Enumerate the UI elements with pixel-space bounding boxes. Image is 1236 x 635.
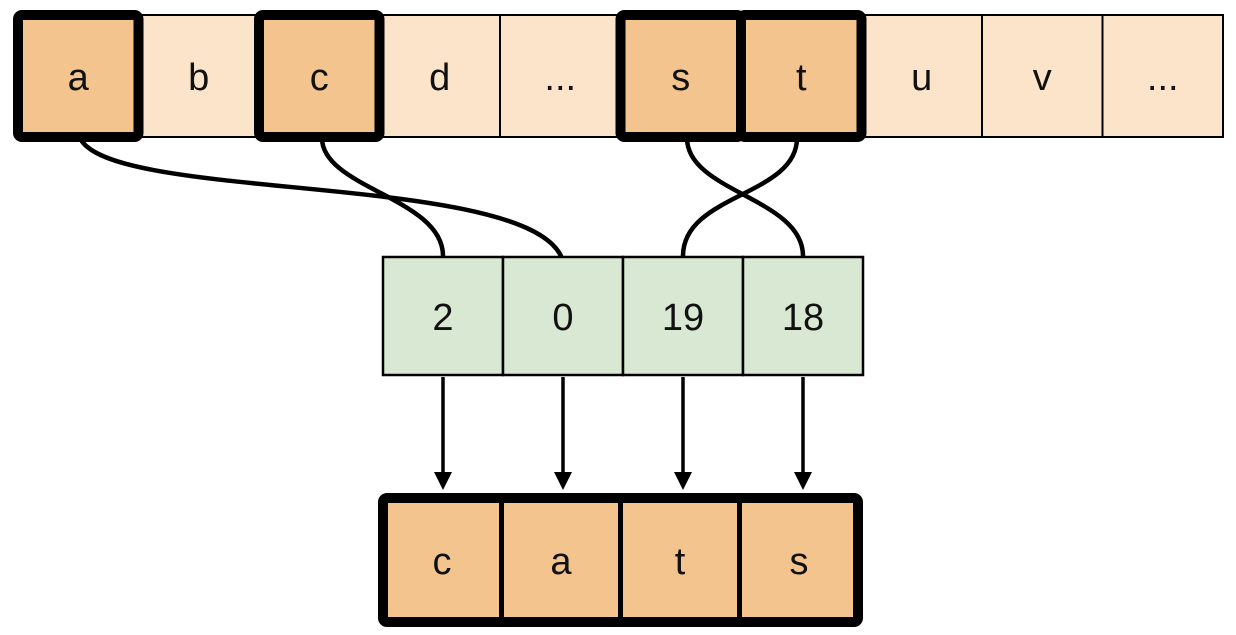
output-cell-label: s [790,541,809,583]
index-row: 2 0 19 18 [381,255,865,377]
vocab-cell-label: ... [1147,57,1179,99]
index-cell-box [381,255,505,377]
vocab-cell-label: d [429,57,450,99]
output-row: c a t s [378,493,863,627]
arrow-head-icon [674,472,692,490]
arrow-head-icon [794,472,812,490]
vocab-cell-label: ... [544,57,576,99]
index-cell-0: 2 [381,255,505,377]
index-cell-value: 19 [662,297,704,339]
vocab-cell-ellipsis-2: ... [1101,14,1224,138]
down-arrow-4 [794,377,812,490]
index-cell-2: 19 [621,255,745,377]
index-to-output-arrows [434,377,812,490]
mapping-curve-c-to-2 [319,135,446,259]
output-cell-label: a [550,541,572,583]
down-arrow-3 [674,377,692,490]
vocab-cell-ellipsis-1: ... [499,14,622,138]
index-cell-3: 18 [741,255,865,377]
vocab-cell-a: a [17,14,140,138]
vocab-cell-box [137,14,260,138]
index-cell-1: 0 [501,255,625,377]
vocab-cell-s: s [619,14,742,138]
index-cell-box [621,255,745,377]
highlight-border-t [736,10,867,142]
vocab-cell-v: v [981,14,1104,138]
vocab-cell-u: u [860,14,983,138]
mapping-curve-a-to-0 [77,135,564,259]
vocab-cell-label: v [1033,57,1052,99]
vocab-cell-box [1101,14,1224,138]
down-arrow-1 [434,377,452,490]
highlight-border-c [254,10,385,142]
output-cell-label: t [675,541,686,583]
down-arrow-2 [554,377,572,490]
vocab-cell-box [981,14,1104,138]
arrow-head-icon [554,472,572,490]
arrow-head-icon [434,472,452,490]
vocab-cell-label: t [796,57,807,99]
vocab-cell-label: u [911,57,932,99]
vocab-cell-box [17,14,140,138]
mapping-curve-t-to-19 [680,135,800,259]
vocab-cell-c: c [258,14,381,138]
vocab-cell-label: a [68,57,90,99]
vocab-cell-label: c [310,57,329,99]
vocab-cell-label: b [188,57,209,99]
output-cell-label: c [433,541,452,583]
vocab-to-index-curves [77,135,806,259]
vocab-cell-d: d [378,14,501,138]
vocab-cell-t: t [740,14,863,138]
index-cell-value: 0 [552,297,573,339]
mapping-curve-s-to-18 [684,135,806,259]
index-cell-value: 18 [782,297,824,339]
index-cell-box [741,255,865,377]
vocab-row: a b c d ... s [13,10,1224,142]
vocab-cell-b: b [137,14,260,138]
vocab-cell-box [499,14,622,138]
index-cell-value: 2 [432,297,453,339]
vocab-cell-label: s [671,57,690,99]
